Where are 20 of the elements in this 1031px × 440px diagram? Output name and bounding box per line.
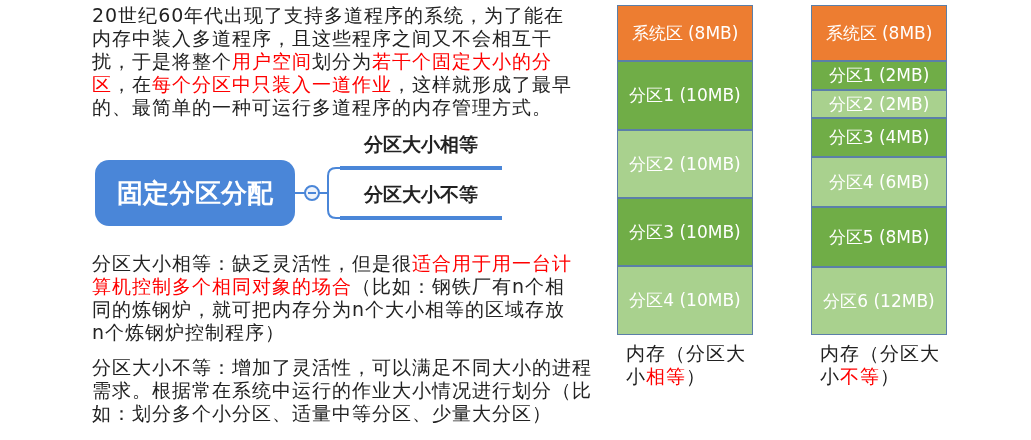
memory-block: 分区2 (10MB) — [617, 130, 753, 198]
memory-caption: 内存（分区大小相等） — [626, 342, 747, 388]
memory-block: 分区3 (4MB) — [811, 118, 947, 157]
memory-block: 系统区 (8MB) — [617, 5, 753, 61]
subtopic-label: 分区大小相等 — [340, 132, 502, 170]
memory-block: 系统区 (8MB) — [811, 5, 947, 61]
paragraph: 分区大小不等：增加了灵活性，可以满足不同大小的进程需求。根据常在系统中运行的作业大小情况进行划分（比如：划分多个小分区、适量中等分区、少量大分区） — [92, 356, 593, 425]
memory-block: 分区4 (10MB) — [617, 266, 753, 335]
memory-block: 分区5 (8MB) — [811, 207, 947, 267]
topic-box: 固定分区分配 — [95, 160, 295, 226]
memory-block: 分区2 (2MB) — [811, 90, 947, 118]
memory-block: 分区6 (12MB) — [811, 267, 947, 335]
paragraph: 分区大小相等：缺乏灵活性，但是很适合用于用一台计算机控制多个相同对象的场合（比如：钢铁厂有n个相同的炼钢炉，就可把内存分为n个大小相等的区域存放n个炼钢炉控制程序） — [92, 252, 573, 344]
paragraph: 20世纪60年代出现了支持多道程序的系统，为了能在内存中装入多道程序，且这些程序之间又不会相互干扰，于是将整个用户空间划分为若干个固定大小的分区，在每个分区中只装入一道作业，这样就形成了最早的、最简单的一种可运行多道程序的内存管理方式。 — [92, 4, 573, 119]
subtopic-label: 分区大小不等 — [340, 182, 502, 220]
memory-block: 分区3 (10MB) — [617, 198, 753, 266]
memory-block: 分区4 (6MB) — [811, 157, 947, 207]
memory-block: 分区1 (2MB) — [811, 61, 947, 90]
memory-block: 分区1 (10MB) — [617, 61, 753, 130]
memory-caption: 内存（分区大小不等） — [820, 342, 941, 388]
